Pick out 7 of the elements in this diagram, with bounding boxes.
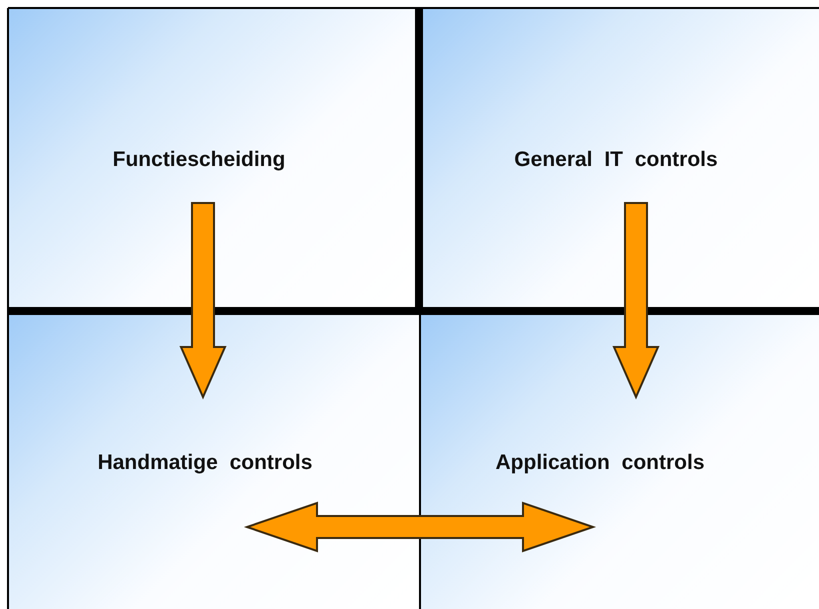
quadrant-title: Application controls: [496, 451, 704, 475]
quadrant-title: Functiescheiding: [112, 148, 286, 172]
quadrant-title: General IT controls: [514, 148, 718, 172]
block-arrow: [244, 502, 596, 552]
quadrant-title: Handmatige controls: [98, 451, 312, 475]
block-arrow: [179, 202, 227, 400]
block-arrow: [612, 202, 660, 400]
